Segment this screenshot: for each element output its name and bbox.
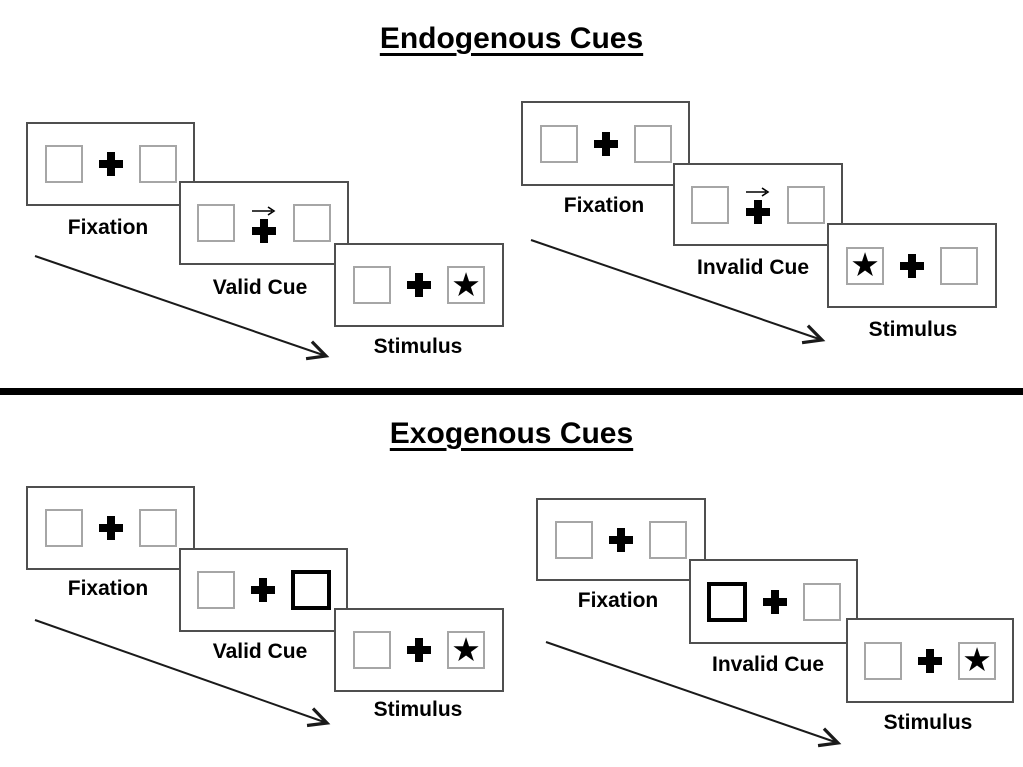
left-box [539,124,578,163]
left-box [691,185,729,224]
panel-label: Stimulus [373,698,463,721]
arrow-right-icon [746,187,770,197]
left-box [196,571,235,609]
section-title-endogenous: Endogenous Cues [379,22,644,55]
timeline-arrow [34,619,331,728]
panel-label: Valid Cue [212,640,308,663]
panel-label: Fixation [563,194,645,217]
plus-icon [746,200,770,224]
left-box-bold-cue [706,581,747,622]
left-box [555,520,593,559]
left-box [864,641,902,680]
star-icon: ★ [451,629,481,669]
star-icon: ★ [850,245,880,284]
right-box [940,246,978,285]
plus-icon [250,578,275,602]
panel-fixation [26,122,195,206]
panel-label: Valid Cue [212,276,308,299]
timeline-arrow [34,255,330,361]
right-box: ★ [447,631,485,669]
right-box [802,582,841,621]
plus-icon [900,253,924,278]
right-box-bold-cue [290,570,331,610]
panel-label: Stimulus [373,335,463,358]
left-box [44,509,83,547]
section-title-exogenous: Exogenous Cues [389,417,634,450]
plus-icon [98,152,123,176]
panel-fixation [26,486,195,570]
plus-icon [593,131,618,156]
panel-valid-cue [179,181,349,265]
panel-label: Fixation [67,216,149,239]
panel-stimulus: ★ [334,243,504,327]
right-box [138,509,177,547]
panel-fixation [521,101,690,186]
panel-stimulus: ★ [334,608,504,692]
star-icon: ★ [451,264,481,304]
panel-invalid-cue [673,163,843,246]
plus-icon [98,516,123,540]
right-box: ★ [447,266,485,304]
left-box: ★ [846,245,884,285]
right-box [787,185,825,224]
plus-icon [407,273,431,297]
left-box [197,204,235,242]
panel-valid-cue [179,548,348,632]
panel-stimulus: ★ [827,223,997,308]
left-box [353,631,391,669]
panel-fixation [536,498,706,581]
right-box [633,124,672,163]
star-icon: ★ [962,640,992,679]
arrow-right-icon [252,205,276,216]
plus-icon [918,648,942,673]
panel-label: Fixation [577,589,659,612]
plus-icon [762,589,787,614]
right-box: ★ [958,640,996,680]
plus-icon [407,638,431,662]
timeline-arrow [530,239,826,345]
plus-icon [252,218,276,243]
left-box [44,145,83,183]
panel-label: Stimulus [868,318,958,341]
panel-invalid-cue [689,559,858,644]
right-box [138,145,177,183]
panel-stimulus: ★ [846,618,1014,703]
right-box [649,520,687,559]
panel-label: Fixation [67,577,149,600]
plus-icon [609,527,633,552]
left-box [353,266,391,304]
section-divider [0,388,1023,395]
panel-label: Stimulus [883,711,973,734]
panel-label: Invalid Cue [696,256,810,279]
panel-label: Invalid Cue [711,653,825,676]
right-box [293,204,331,242]
